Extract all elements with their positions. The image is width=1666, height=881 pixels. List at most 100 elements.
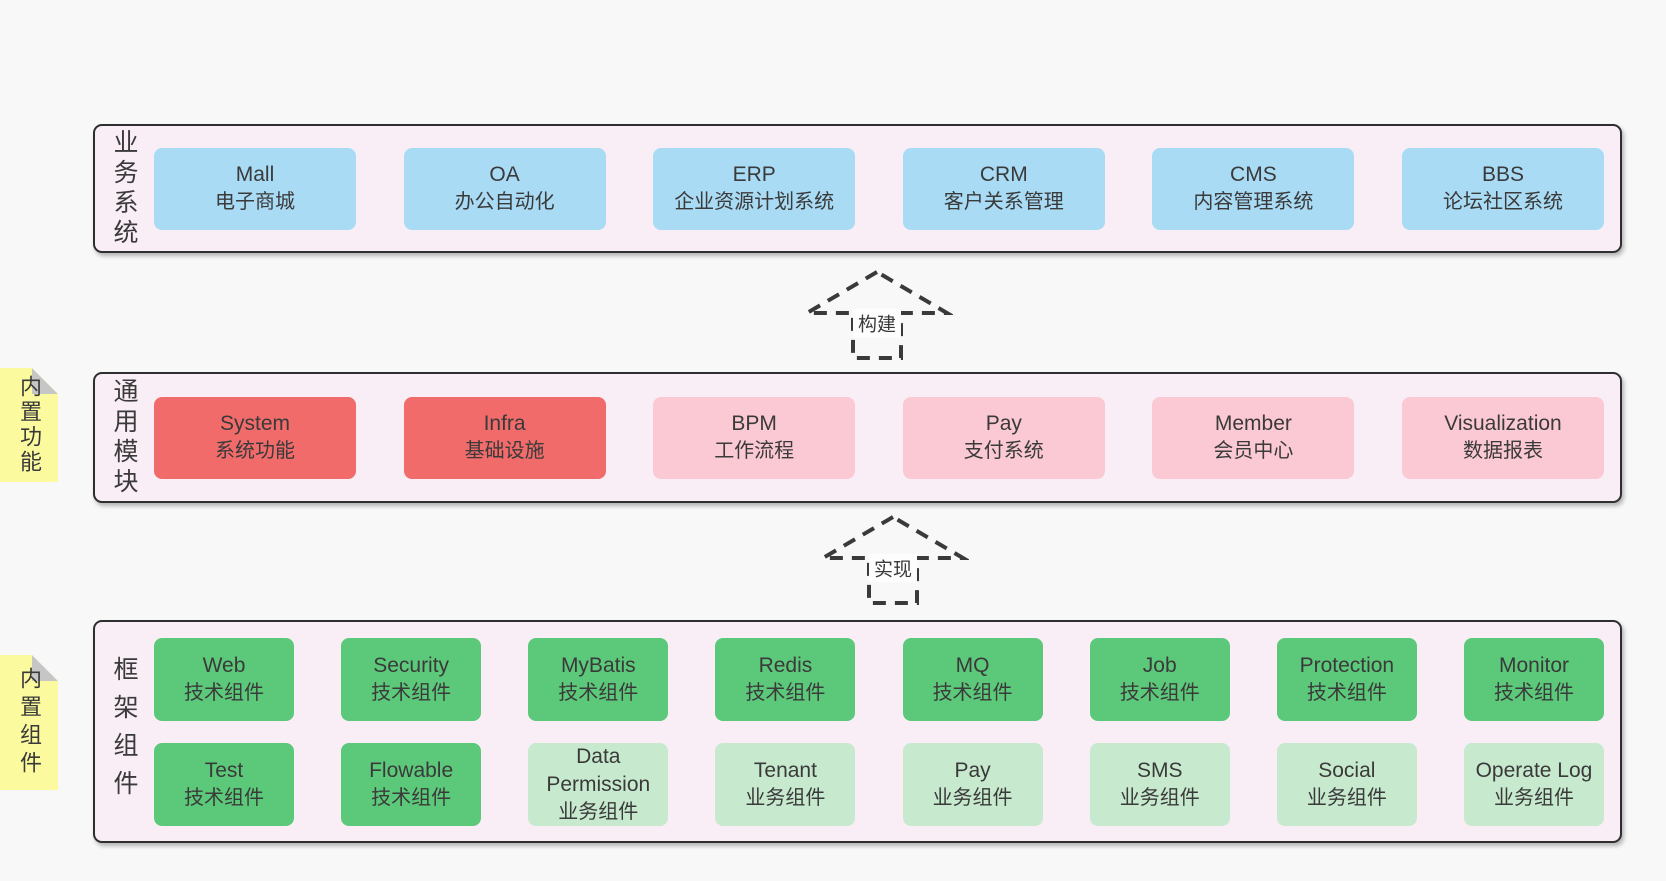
box-title: BPM <box>731 412 777 436</box>
box-title: Infra <box>483 412 526 436</box>
box-visualization: Visualization 数据报表 <box>1401 396 1604 479</box>
box-bpm: BPM 工作流程 <box>653 396 856 479</box>
sticky-note-builtin-components: 内置组件 <box>0 655 58 790</box>
box-subtitle: 企业资源计划系统 <box>674 191 835 214</box>
box-sms: SMS 业务组件 <box>1089 742 1230 826</box>
box-title: Member <box>1214 412 1292 436</box>
box-subtitle: 办公自动化 <box>454 191 555 214</box>
box-title: Pay <box>954 758 991 782</box>
box-test: Test 技术组件 <box>154 742 294 826</box>
arrow-build-label: 构建 <box>852 308 902 338</box>
box-title: CMS <box>1230 163 1277 187</box>
box-flowable: Flowable 技术组件 <box>341 742 482 826</box>
box-title: Tenant <box>753 758 817 782</box>
box-subtitle: 技术组件 <box>184 786 264 809</box>
box-subtitle: 业务组件 <box>745 786 826 809</box>
box-redis: Redis 技术组件 <box>715 637 856 721</box>
box-title: Security <box>373 653 450 677</box>
layer-label-business-systems: 业务系统 <box>110 128 138 249</box>
box-title: Social <box>1318 758 1376 782</box>
layer-business-systems: 业务系统 Mall 电子商城 OA 办公自动化 ERP 企业资源计划系统 CRM… <box>93 124 1622 253</box>
sticky-note-text: 内置功能 <box>17 375 42 475</box>
sticky-note-builtin-features: 内置功能 <box>0 368 58 482</box>
box-title: OA <box>489 163 520 187</box>
arrow-implement: 实现 <box>817 513 969 607</box>
box-title: Job <box>1142 653 1177 677</box>
box-web: Web 技术组件 <box>154 637 294 721</box>
box-title: Redis <box>758 653 813 677</box>
box-system: System 系统功能 <box>154 396 356 479</box>
framework-row-1: Web 技术组件 Security 技术组件 MyBatis 技术组件 Redi… <box>154 637 1604 721</box>
arrow-build: 构建 <box>801 268 953 362</box>
box-subtitle: 技术组件 <box>1493 681 1574 704</box>
box-subtitle: 业务组件 <box>1119 786 1200 809</box>
modules-box-row: System 系统功能 Infra 基础设施 BPM 工作流程 Pay 支付系统… <box>146 396 1620 479</box>
framework-rows: Web 技术组件 Security 技术组件 MyBatis 技术组件 Redi… <box>146 637 1620 826</box>
box-oa: OA 办公自动化 <box>403 147 606 230</box>
dashed-up-arrow-icon <box>817 514 969 605</box>
box-subtitle: 电子商城 <box>215 191 295 214</box>
box-title: Operate Log <box>1475 758 1593 782</box>
box-data-permission: Data Permission 业务组件 <box>528 742 669 826</box>
sticky-note-text: 内置组件 <box>17 666 42 779</box>
box-title: System <box>219 412 290 436</box>
box-subtitle: 技术组件 <box>1119 681 1200 704</box>
box-title: Protection <box>1299 653 1395 677</box>
box-cms: CMS 内容管理系统 <box>1152 147 1355 230</box>
box-subtitle: 技术组件 <box>558 681 639 704</box>
box-subtitle: 技术组件 <box>745 681 826 704</box>
box-subtitle: 会员中心 <box>1213 440 1294 463</box>
box-subtitle: 论坛社区系统 <box>1442 191 1563 214</box>
business-box-row: Mall 电子商城 OA 办公自动化 ERP 企业资源计划系统 CRM 客户关系… <box>146 147 1620 230</box>
box-subtitle: 技术组件 <box>184 681 264 704</box>
box-title: MQ <box>955 653 990 677</box>
box-title: ERP <box>732 163 776 187</box>
box-title: SMS <box>1136 758 1183 782</box>
box-subtitle: 技术组件 <box>932 681 1013 704</box>
box-title: Flowable <box>369 758 454 782</box>
box-subtitle: 系统功能 <box>215 440 295 463</box>
box-social: Social 业务组件 <box>1276 742 1417 826</box>
box-protection: Protection 技术组件 <box>1276 637 1417 721</box>
box-operate-log: Operate Log 业务组件 <box>1463 742 1604 826</box>
box-erp: ERP 企业资源计划系统 <box>653 147 856 230</box>
box-title: Test <box>204 758 244 782</box>
box-subtitle: 业务组件 <box>932 786 1013 809</box>
box-title: BBS <box>1481 163 1524 187</box>
box-tenant: Tenant 业务组件 <box>715 742 856 826</box>
box-subtitle: 数据报表 <box>1462 440 1543 463</box>
box-title: Monitor <box>1498 653 1569 677</box>
box-title: CRM <box>979 163 1028 187</box>
box-subtitle: 工作流程 <box>714 440 795 463</box>
layer-label-common-modules: 通用模块 <box>110 377 138 498</box>
layer-label-framework-components: 框架组件 <box>110 655 138 808</box>
box-title: Data Permission <box>546 745 651 796</box>
box-subtitle: 内容管理系统 <box>1193 191 1314 214</box>
box-subtitle: 技术组件 <box>371 786 452 809</box>
box-monitor: Monitor 技术组件 <box>1463 637 1604 721</box>
box-subtitle: 业务组件 <box>1493 786 1574 809</box>
arrow-implement-label: 实现 <box>868 553 918 583</box>
box-bbs: BBS 论坛社区系统 <box>1401 147 1604 230</box>
box-subtitle: 支付系统 <box>963 440 1044 463</box>
box-title: Pay <box>985 412 1022 436</box>
box-mq: MQ 技术组件 <box>902 637 1043 721</box>
box-title: Web <box>202 653 246 677</box>
box-title: Visualization <box>1444 412 1562 436</box>
box-crm: CRM 客户关系管理 <box>902 147 1105 230</box>
box-title: MyBatis <box>560 653 636 677</box>
box-subtitle: 技术组件 <box>371 681 452 704</box>
box-subtitle: 业务组件 <box>1306 786 1387 809</box>
framework-row-2: Test 技术组件 Flowable 技术组件 Data Permission … <box>154 742 1604 826</box>
box-member: Member 会员中心 <box>1152 396 1355 479</box>
box-subtitle: 基础设施 <box>464 440 545 463</box>
box-mybatis: MyBatis 技术组件 <box>528 637 669 721</box>
box-subtitle: 客户关系管理 <box>943 191 1064 214</box>
dashed-up-arrow-icon <box>801 269 953 360</box>
box-pay-component: Pay 业务组件 <box>902 742 1043 826</box>
box-title: Mall <box>235 163 275 187</box>
box-job: Job 技术组件 <box>1089 637 1230 721</box>
box-pay-module: Pay 支付系统 <box>902 396 1105 479</box>
box-subtitle: 技术组件 <box>1306 681 1387 704</box>
box-infra: Infra 基础设施 <box>403 396 606 479</box>
